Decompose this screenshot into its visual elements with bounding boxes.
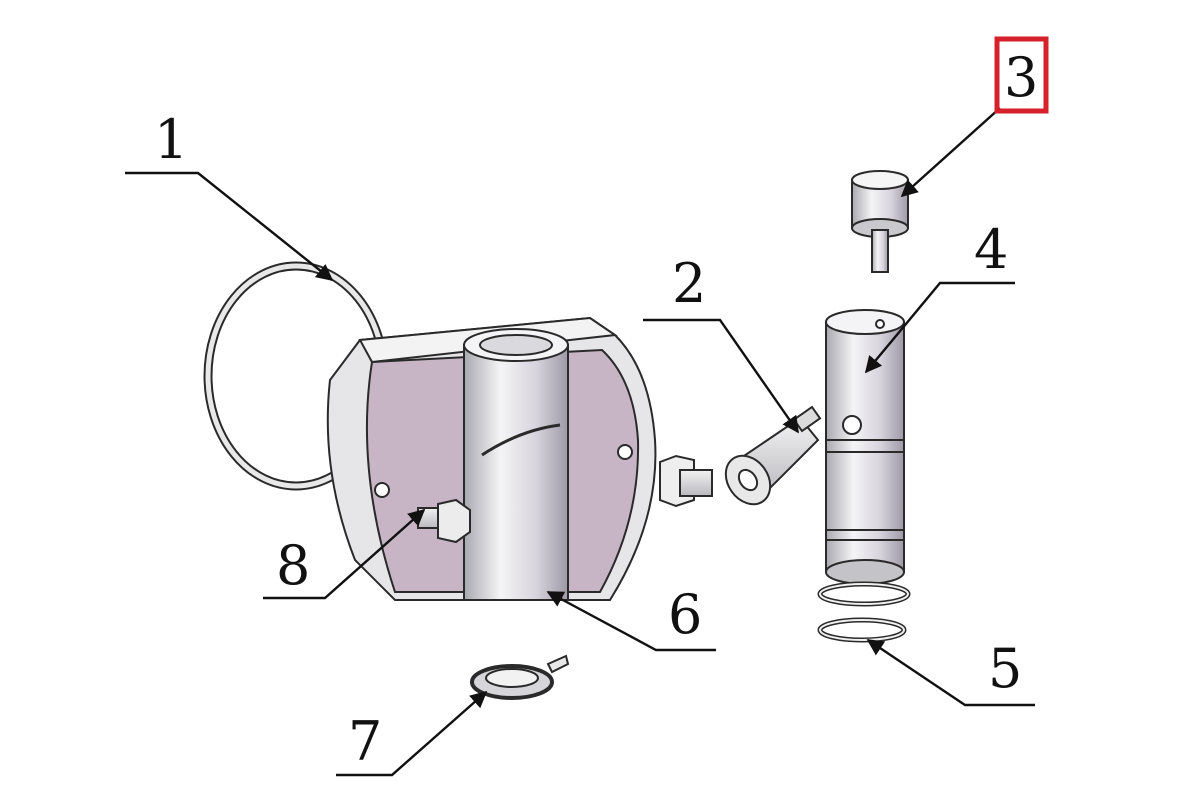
- callout-leaders: [125, 107, 1035, 777]
- callout-4: 4: [974, 218, 1008, 281]
- callout-5: 5: [988, 637, 1022, 700]
- part-3-knob: [851, 170, 909, 273]
- leader-7: [336, 690, 488, 777]
- loose-bolt: [659, 454, 713, 508]
- callout-1: 1: [154, 108, 188, 171]
- part-4-sleeve: [825, 309, 905, 585]
- part-5-o-rings: [817, 581, 911, 643]
- callout-8: 8: [276, 534, 310, 597]
- callout-6: 6: [668, 583, 702, 646]
- leader-1: [125, 171, 334, 282]
- leader-6: [546, 590, 716, 652]
- leader-3: [900, 107, 1001, 198]
- callout-2: 2: [672, 252, 706, 315]
- leader-8: [263, 508, 426, 600]
- part-7-washer: [470, 654, 570, 700]
- leader-4: [864, 281, 1015, 374]
- callout-3: 3: [1004, 46, 1038, 109]
- part-2-pin: [724, 405, 822, 506]
- part-6-mounting-plate: [326, 316, 657, 601]
- sleeve-cross-hole: [842, 415, 862, 435]
- leader-2: [643, 318, 799, 434]
- callout-3-highlight-box: [994, 36, 1049, 114]
- callout-7: 7: [348, 710, 382, 773]
- mount-hole-left: [374, 482, 390, 498]
- mount-hole-right: [617, 444, 633, 460]
- leader-5: [866, 639, 1035, 707]
